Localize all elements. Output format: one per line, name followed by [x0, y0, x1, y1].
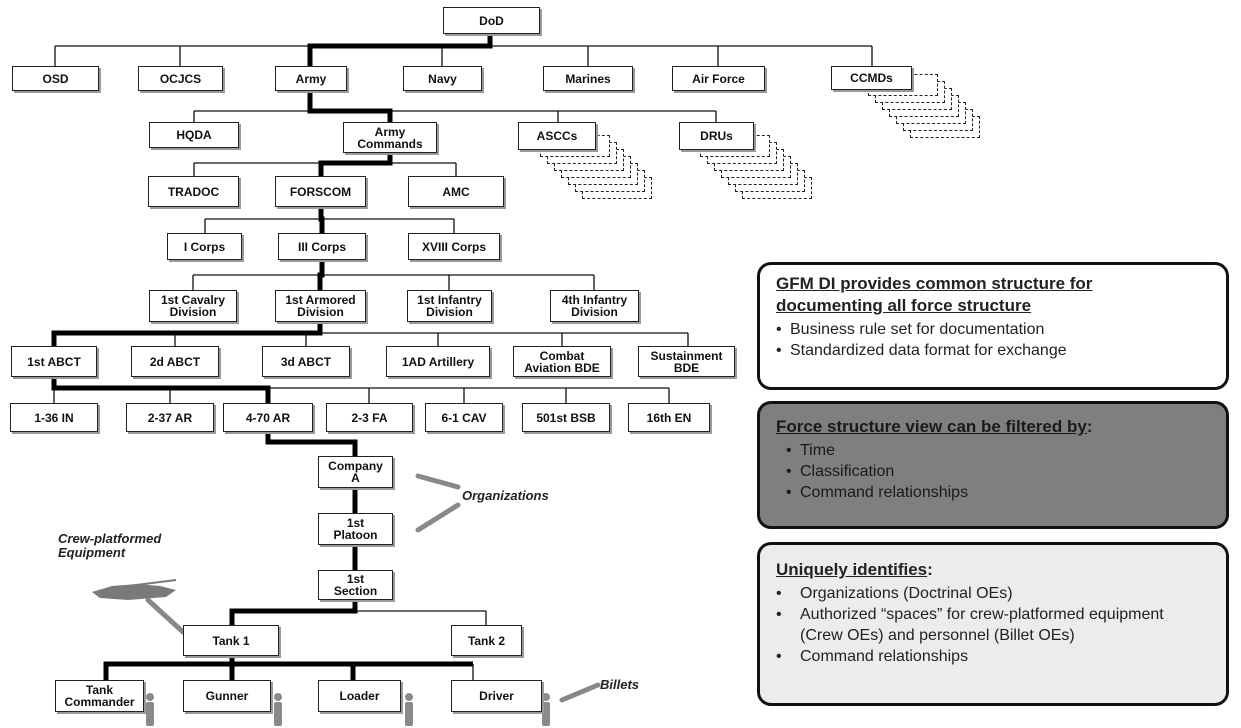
identifies-heading-suffix: : — [927, 560, 933, 579]
gfm-di-heading: GFM DI provides common structure for doc… — [776, 273, 1212, 317]
node-osd[interactable]: OSD — [12, 66, 99, 91]
node-1st-armored-division[interactable]: 1st Armored Division — [275, 290, 366, 322]
node-hqda[interactable]: HQDA — [149, 122, 239, 148]
node-dod[interactable]: DoD — [443, 7, 540, 34]
node-gunner[interactable]: Gunner — [183, 680, 271, 712]
filter-heading-suffix: : — [1086, 417, 1093, 436]
list-item: Time — [786, 440, 1212, 461]
node-sustainment-bde[interactable]: Sustainment BDE — [638, 346, 735, 377]
tank-silhouette-icon — [92, 579, 177, 600]
identifies-panel: Uniquely identifies: Organizations (Doct… — [757, 542, 1229, 706]
filter-heading-text: Force structure view can be filtered by — [776, 417, 1087, 436]
node-1st-cavalry-division[interactable]: 1st Cavalry Division — [149, 290, 237, 322]
gfm-di-heading-line2: documenting all force structure — [776, 296, 1032, 315]
node-loader[interactable]: Loader — [318, 680, 401, 712]
node-asccs[interactable]: ASCCs — [518, 122, 596, 150]
node-tradoc[interactable]: TRADOC — [148, 176, 239, 207]
list-item: Business rule set for documentation — [776, 319, 1212, 340]
filter-list: Time Classification Command relationship… — [776, 440, 1212, 503]
node-3d-abct[interactable]: 3d ABCT — [262, 346, 350, 377]
list-item: Classification — [786, 461, 1212, 482]
organizations-label: Organizations — [462, 488, 549, 503]
filter-heading: Force structure view can be filtered by: — [776, 416, 1212, 438]
node-army-commands[interactable]: Army Commands — [343, 122, 437, 153]
node-navy[interactable]: Navy — [403, 66, 482, 91]
node-1st-abct[interactable]: 1st ABCT — [11, 346, 97, 377]
node-16th-en[interactable]: 16th EN — [628, 403, 710, 432]
node-2d-abct[interactable]: 2d ABCT — [131, 346, 219, 377]
node-1st-platoon[interactable]: 1st Platoon — [318, 513, 393, 545]
node-1-36-in[interactable]: 1-36 IN — [10, 403, 98, 432]
node-2-3-fa[interactable]: 2-3 FA — [326, 403, 413, 432]
node-marines[interactable]: Marines — [543, 66, 633, 91]
node-combat-aviation-bde[interactable]: Combat Aviation BDE — [513, 346, 611, 377]
node-2-37-ar[interactable]: 2-37 AR — [126, 403, 214, 432]
identifies-heading: Uniquely identifies: — [776, 559, 1212, 581]
node-forscom[interactable]: FORSCOM — [275, 176, 366, 207]
person-silhouette-icons — [146, 693, 550, 726]
list-item: Command relationships — [786, 482, 1212, 503]
identifies-heading-text: Uniquely identifies — [776, 560, 928, 579]
billets-label: Billets — [600, 677, 640, 692]
gfm-di-heading-line1: GFM DI provides common structure for — [776, 274, 1093, 293]
node-tank-2[interactable]: Tank 2 — [451, 625, 522, 656]
node-ccmds[interactable]: CCMDs — [831, 66, 912, 90]
node-501st-bsb[interactable]: 501st BSB — [522, 403, 610, 432]
node-6-1-cav[interactable]: 6-1 CAV — [425, 403, 503, 432]
identifies-list: Organizations (Doctrinal OEs) Authorized… — [776, 583, 1212, 667]
gfm-di-panel: GFM DI provides common structure for doc… — [757, 262, 1229, 390]
list-item: Authorized “spaces” for crew-platformed … — [776, 604, 1212, 646]
node-1st-section[interactable]: 1st Section — [318, 570, 393, 600]
node-drus[interactable]: DRUs — [679, 122, 754, 150]
node-driver[interactable]: Driver — [451, 680, 542, 712]
list-item: Standardized data format for exchange — [776, 340, 1212, 361]
node-company-a[interactable]: Company A — [318, 456, 393, 488]
node-4-70-ar[interactable]: 4-70 AR — [223, 403, 313, 432]
node-xviii-corps[interactable]: XVIII Corps — [408, 233, 500, 260]
node-iii-corps[interactable]: III Corps — [278, 233, 366, 260]
node-air-force[interactable]: Air Force — [672, 66, 765, 91]
filter-panel: Force structure view can be filtered by:… — [757, 401, 1229, 529]
node-i-corps[interactable]: I Corps — [167, 233, 242, 260]
equipment-label: Crew-platformed Equipment — [58, 531, 162, 560]
gfm-di-list: Business rule set for documentation Stan… — [776, 319, 1212, 361]
list-item: Command relationships — [776, 646, 1212, 667]
node-4th-infantry-division[interactable]: 4th Infantry Division — [550, 290, 639, 322]
node-amc[interactable]: AMC — [408, 176, 504, 207]
node-1st-infantry-division[interactable]: 1st Infantry Division — [407, 290, 492, 322]
node-army[interactable]: Army — [275, 66, 347, 91]
node-tank-commander[interactable]: Tank Commander — [55, 680, 144, 712]
node-ocjcs[interactable]: OCJCS — [138, 66, 223, 91]
node-tank-1[interactable]: Tank 1 — [183, 625, 279, 656]
node-1ad-artillery[interactable]: 1AD Artillery — [386, 346, 490, 377]
list-item: Organizations (Doctrinal OEs) — [776, 583, 1212, 604]
